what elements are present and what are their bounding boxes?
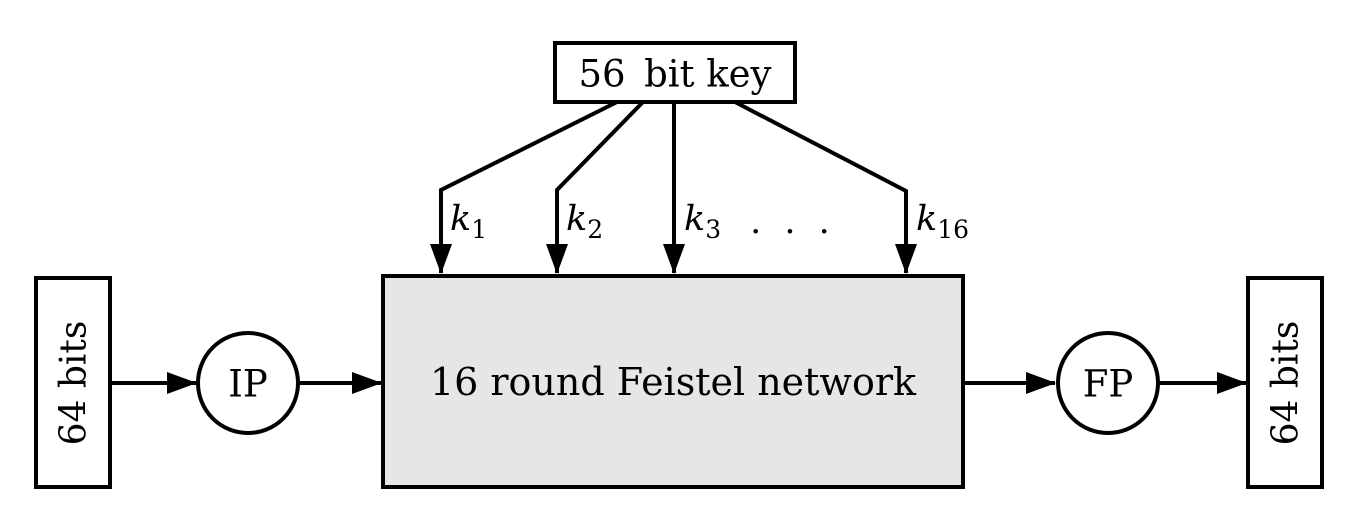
round-key-arrow-16 — [734, 100, 917, 274]
round-key-label-3: k3 — [684, 199, 721, 244]
fp-node — [1056, 331, 1160, 435]
fp-node-label: FP — [1083, 363, 1134, 406]
input-box — [34, 276, 112, 489]
round-key-arrow-1 — [430, 100, 618, 274]
output-box-label: 64 bits — [1266, 321, 1307, 446]
key-box — [553, 41, 797, 104]
ip-node — [196, 331, 300, 435]
round-key-arrow-2 — [546, 100, 645, 274]
ip-node-label: IP — [228, 363, 268, 406]
round-key-label-16: k16 — [916, 199, 969, 244]
feistel-box-label: 16 round Feistel network — [430, 360, 917, 404]
round-key-label-2: k2 — [566, 199, 603, 244]
key-box-label: 56 bit key — [579, 53, 772, 96]
round-keys-ellipsis: . . . — [750, 202, 836, 242]
feistel-box — [381, 274, 965, 489]
round-key-label-1: k1 — [450, 199, 487, 244]
output-box — [1246, 276, 1324, 489]
input-box-label: 64 bits — [54, 321, 95, 446]
